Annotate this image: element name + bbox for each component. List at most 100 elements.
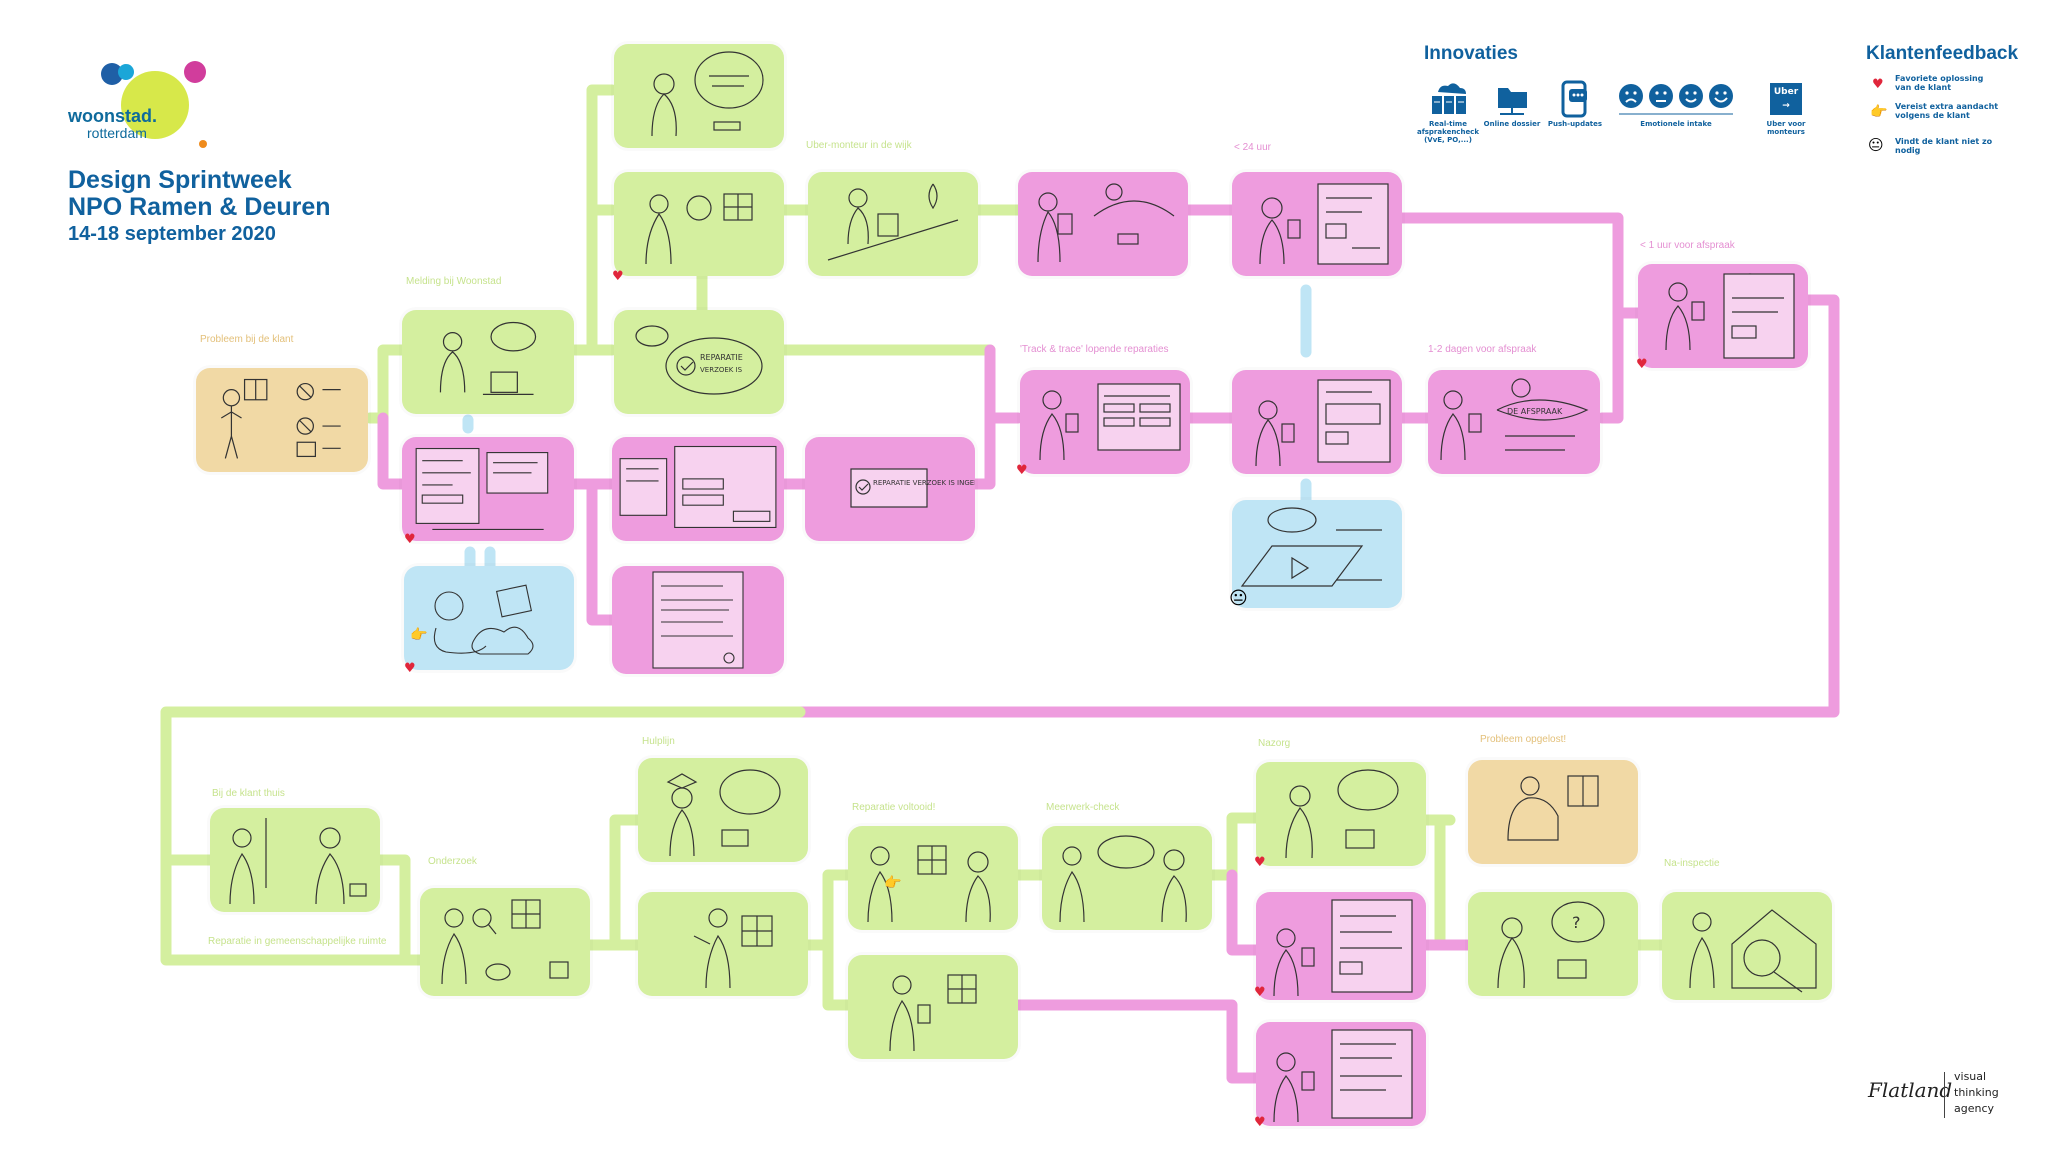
card-verzoek-ingediend: REPARATIE VERZOEK IS (614, 310, 784, 414)
uber-icon: Uber→ (1770, 83, 1802, 115)
heart-icon: ♥ (1872, 77, 1884, 92)
card-nazorg-bellen (1256, 762, 1426, 866)
innovation-emotion-label: Emotionele intake (1640, 120, 1712, 128)
card-nazorg-melding (1256, 1022, 1426, 1126)
phone-chat-icon (1561, 80, 1587, 118)
stage-label-hulplijn: Hulplijn (642, 736, 675, 747)
brand-tagline-2: thinking (1954, 1086, 1999, 1099)
stage-label-dagen: 1-2 dagen voor afspraak (1428, 344, 1537, 355)
feedback-title: Klantenfeedback (1866, 43, 2019, 64)
page-title-line1: Design Sprintweek (68, 166, 292, 194)
card-1uur (1638, 264, 1808, 368)
pointing-hand-icon: 👉 (1870, 104, 1888, 120)
logo-circles-icon (101, 61, 207, 148)
card-onderzoek (420, 888, 590, 996)
neutral-smiley-icon: 😐 (1229, 588, 1248, 609)
card-formulier-detail (612, 566, 784, 674)
stage-label-thuis: Bij de klant thuis (212, 788, 285, 799)
server-cloud-icon (1432, 83, 1466, 114)
heart-icon: ♥ (1254, 1115, 1266, 1130)
innovation-realtime: Real-time afsprakencheck (VvE, PO,...) (1416, 78, 1480, 144)
card-monteur-top (614, 44, 784, 148)
card-melding (402, 310, 574, 414)
stage-label-onderzoek: Onderzoek (428, 856, 477, 867)
innovation-uber-label: Uber voor monteurs (1766, 120, 1806, 137)
stage-label-1uur: < 1 uur voor afspraak (1640, 240, 1735, 251)
stage-label-melding: Melding bij Woonstad (406, 276, 502, 287)
card-nainspectie (1662, 892, 1832, 1000)
feedback-attention-label: Vereist extra aandacht volgens de klant (1895, 102, 1999, 120)
heart-icon: ♥ (1016, 463, 1028, 478)
card-hulplijn-bellen (638, 758, 808, 862)
emotion-faces-icon (1619, 84, 1733, 115)
card-probleem (196, 368, 368, 472)
heart-icon: ♥ (404, 532, 416, 547)
innovation-emotion: Emotionele intake (1616, 78, 1736, 128)
stage-label-probleem: Probleem bij de klant (200, 334, 294, 345)
heart-icon: ♥ (1254, 855, 1266, 870)
heart-icon: ♥ (404, 661, 416, 676)
uber-badge: Uber (1773, 87, 1799, 97)
innovation-realtime-label: Real-time afsprakencheck (VvE, PO,...) (1416, 120, 1479, 145)
card-voltooid (848, 826, 1018, 930)
heart-icon: ♥ (1636, 357, 1648, 372)
stage-label-meerwerk: Meerwerk-check (1046, 802, 1120, 813)
stage-label-track: 'Track & trace' lopende reparaties (1020, 344, 1169, 355)
card-note-afspraak: DE AFSPRAAK (1507, 407, 1563, 416)
stage-label-24uur: < 24 uur (1234, 142, 1271, 153)
stage-label-nazorg: Nazorg (1258, 738, 1291, 749)
card-formulier (612, 437, 784, 541)
heart-icon: ♥ (1254, 985, 1266, 1000)
brand-divider (1944, 1072, 1945, 1118)
page-title-line2: NPO Ramen & Deuren (68, 193, 331, 221)
innovation-uber: Uber→ Uber voor monteurs (1754, 78, 1818, 136)
card-uber-monteur (808, 172, 978, 276)
page-title-date: 14-18 september 2020 (68, 223, 276, 245)
card-push-monteur (1018, 172, 1188, 276)
card-afspraak-monteur (614, 172, 784, 276)
card-note-reparatie: REPARATIE VERZOEK IS INGEDIEND! (873, 479, 975, 487)
card-verzoek-digitaal: REPARATIE VERZOEK IS INGEDIEND! (805, 437, 975, 541)
flatland-logo: Flatland visual thinking agency (1864, 1064, 2034, 1124)
logo-name: woonstad. (68, 106, 157, 126)
card-online-melding (402, 437, 574, 541)
card-monteur-raam (638, 892, 808, 996)
svg-text:REPARATIE: REPARATIE (700, 353, 743, 362)
stage-label-voltooid: Reparatie voltooid! (852, 802, 936, 813)
pointing-hand-icon: 👉 (884, 875, 902, 891)
woonstad-logo: woonstad. rotterdam (60, 50, 220, 160)
card-ruimte-reparatie (848, 955, 1018, 1059)
feedback-notneeded-label: Vindt de klant niet zo nodig (1895, 137, 1993, 155)
logo-sub: rotterdam (87, 125, 147, 141)
stage-label-opgelost: Probleem opgelost! (1480, 734, 1567, 745)
innovation-push-label: Push-updates (1547, 120, 1603, 128)
card-nazorg-enquete (1256, 892, 1426, 1000)
folder-icon (1498, 88, 1527, 115)
svg-text:VERZOEK IS: VERZOEK IS (700, 366, 743, 374)
card-status-update (1232, 370, 1402, 474)
feedback-favorite-label: Favoriete oplossing van de klant (1895, 74, 1984, 92)
pointing-hand-icon: 👉 (410, 627, 428, 643)
card-opgelost (1468, 760, 1638, 864)
innovation-dossier-label: Online dossier (1483, 120, 1541, 128)
card-afspraak-herinnering: DE AFSPRAAK (1428, 370, 1600, 474)
stage-label-uber: Uber-monteur in de wijk (806, 140, 912, 151)
card-bij-klant (210, 808, 380, 912)
innovation-push: Push-updates (1543, 78, 1607, 128)
card-video (1232, 500, 1402, 608)
innovations-title: Innovaties (1424, 43, 1518, 64)
brand-tagline-3: agency (1954, 1102, 1995, 1115)
svg-text:?: ? (1572, 913, 1581, 932)
card-track-trace (1020, 370, 1190, 474)
card-meerwerk (1042, 826, 1212, 930)
heart-icon: ♥ (612, 269, 624, 284)
card-nainspectie-bellen: ? (1468, 892, 1638, 996)
innovation-dossier: Online dossier (1480, 78, 1544, 128)
brand-name: Flatland (1868, 1078, 1953, 1102)
neutral-smiley-icon: 😐 (1868, 136, 1884, 154)
brand-tagline-1: visual (1954, 1070, 1987, 1083)
card-24uur (1232, 172, 1402, 276)
stage-label-ruimte: Reparatie in gemeenschappelijke ruimte (208, 936, 387, 947)
stage-label-nainspectie: Na-inspectie (1664, 858, 1720, 869)
